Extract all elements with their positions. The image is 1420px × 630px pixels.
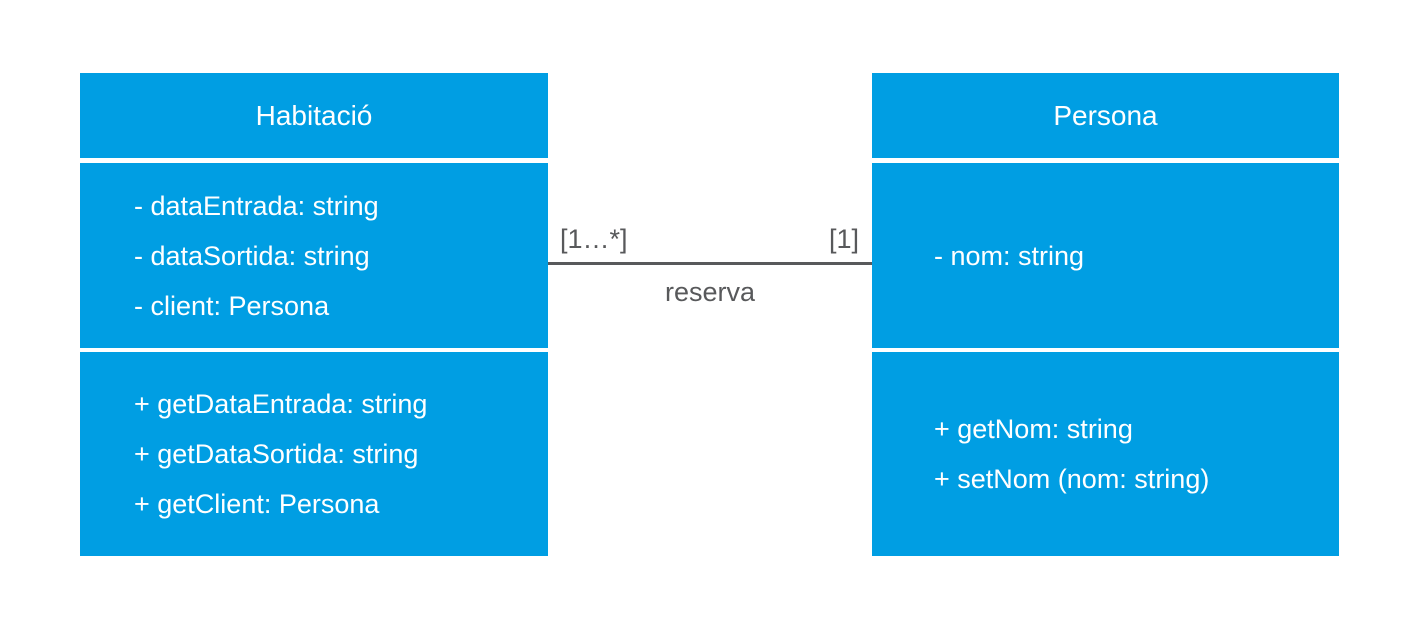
class-habitacio-methods-compartment: + getDataEntrada: string + getDataSortid…: [80, 352, 548, 556]
class-habitacio-title-compartment: Habitació: [80, 73, 548, 158]
class-persona-title-compartment: Persona: [872, 73, 1339, 158]
method-get-data-sortida: + getDataSortida: string: [134, 439, 419, 469]
attribute-data-entrada: - dataEntrada: string: [134, 190, 379, 221]
attribute-client: - client: Persona: [134, 290, 330, 321]
class-persona-attributes-compartment: - nom: string: [872, 163, 1339, 348]
class-persona-methods-compartment: + getNom: string + setNom (nom: string): [872, 352, 1339, 556]
class-persona: Persona - nom: string + getNom: string +…: [872, 73, 1339, 556]
method-get-nom: + getNom: string: [934, 414, 1133, 444]
class-habitacio-name: Habitació: [255, 99, 373, 131]
method-get-data-entrada: + getDataEntrada: string: [134, 389, 428, 419]
class-persona-name: Persona: [1053, 99, 1158, 131]
attribute-data-sortida: - dataSortida: string: [134, 240, 370, 271]
class-habitacio-attributes-compartment: - dataEntrada: string - dataSortida: str…: [80, 163, 548, 348]
association-label: reserva: [664, 277, 756, 307]
class-habitacio: Habitació - dataEntrada: string - dataSo…: [80, 73, 548, 556]
method-set-nom: + setNom (nom: string): [934, 464, 1210, 494]
method-get-client: + getClient: Persona: [134, 489, 380, 519]
multiplicity-persona-end: [1]: [828, 224, 859, 254]
attribute-nom: - nom: string: [934, 240, 1085, 271]
association-line: [548, 262, 872, 265]
multiplicity-habitacio-end: [1…*]: [560, 224, 628, 254]
association-reserva: [1…*] [1] reserva: [548, 220, 872, 315]
